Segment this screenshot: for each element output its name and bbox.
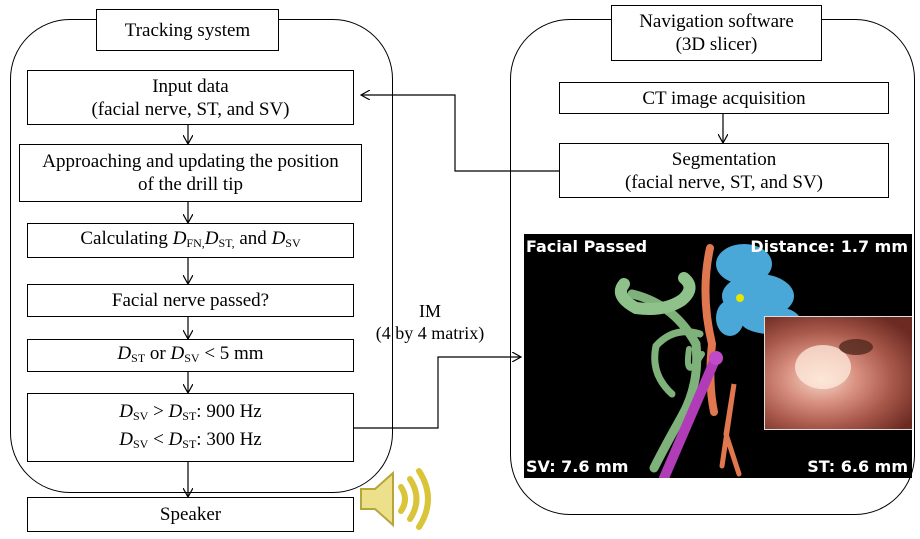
facial-nerve-passed-box: Facial nerve passed? (27, 284, 354, 317)
frequency-box: DSV > DST: 900 Hz DSV < DST: 300 Hz (27, 393, 354, 462)
distance-label: Distance: 1.7 mm (750, 237, 908, 256)
sv-distance-label: SV: 7.6 mm (526, 457, 629, 476)
speaker-sound-icon (360, 468, 431, 530)
navigation-title-line1: Navigation software (639, 11, 794, 32)
input-data-box: Input data (facial nerve, ST, and SV) (27, 70, 354, 125)
tracking-system-title: Tracking system (96, 9, 279, 51)
ct-acquisition-box: CT image acquisition (559, 82, 889, 114)
frequency-line1: DSV > DST: 900 Hz (119, 400, 262, 423)
approach-line1: Approaching and updating the position (42, 151, 339, 172)
im-label-line2: (4 by 4 matrix) (375, 323, 485, 343)
segmentation-box: Segmentation (facial nerve, ST, and SV) (559, 143, 889, 198)
facial-passed-label: Facial Passed (526, 237, 648, 256)
im-label-line1: IM (419, 301, 441, 321)
input-data-line1: Input data (152, 75, 229, 97)
segmentation-line1: Segmentation (671, 148, 777, 170)
arrow-freq-to-screen (352, 357, 520, 429)
navigation-software-title: Navigation software (3D slicer) (611, 5, 822, 61)
segmentation-line2: (facial nerve, ST, and SV) (624, 171, 823, 193)
facial-nerve-passed-text: Facial nerve passed? (111, 290, 270, 311)
input-data-line2: (facial nerve, ST, and SV) (91, 98, 290, 120)
frequency-line2: DSV < DST: 300 Hz (119, 428, 262, 451)
threshold-box: DST or DSV < 5 mm (27, 339, 354, 372)
threshold-text: DST or DSV < 5 mm (117, 342, 264, 365)
navigation-screenshot: Facial Passed Distance: 1.7 mm SV: 7.6 m… (524, 234, 912, 478)
ear-anatomy-model (615, 244, 800, 478)
im-label: IM (4 by 4 matrix) (362, 300, 498, 344)
st-distance-label: ST: 6.6 mm (807, 457, 908, 476)
arrow-seg-to-input (362, 95, 559, 172)
ct-acquisition-text: CT image acquisition (642, 87, 806, 109)
speaker-box: Speaker (27, 497, 354, 532)
calculating-box: Calculating DFN,DST, and DSV (27, 223, 354, 258)
approach-box: Approaching and updating the position of… (19, 144, 362, 202)
navigation-title-line2: (3D slicer) (675, 34, 758, 55)
tracking-system-title-text: Tracking system (124, 19, 251, 41)
approach-line2: of the drill tip (137, 174, 243, 195)
endoscope-inset-image (764, 316, 912, 430)
calculating-text: Calculating DFN,DST, and DSV (80, 227, 301, 250)
speaker-text: Speaker (159, 504, 222, 525)
